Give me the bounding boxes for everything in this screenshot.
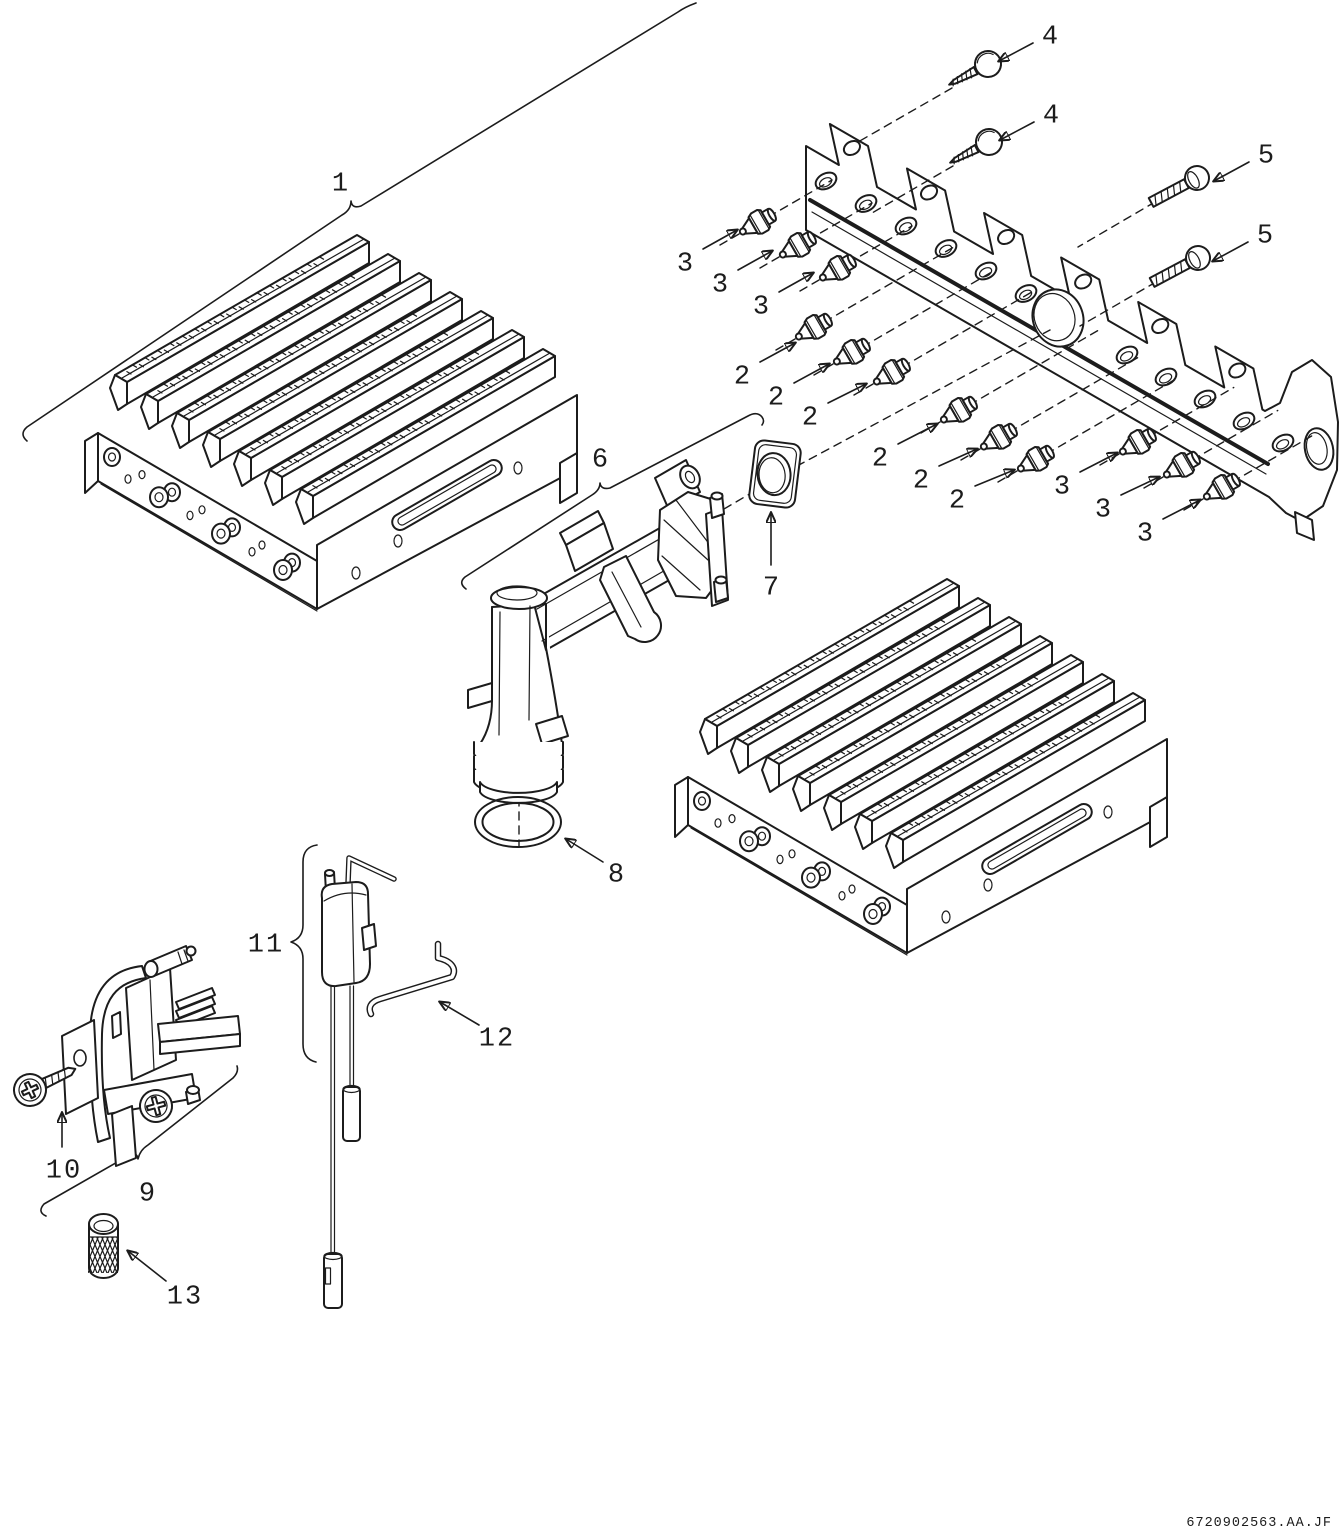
callout-label-7: 7 — [763, 573, 781, 603]
callout-arrow-8 — [566, 839, 604, 863]
callout-label-3: 3 — [1095, 495, 1113, 525]
callout-arrow-3 — [737, 251, 772, 271]
callout-arrow-2 — [759, 343, 795, 363]
callout-arrow-2 — [897, 424, 937, 445]
callout-label-11: 11 — [248, 930, 284, 960]
callout-label-2: 2 — [872, 444, 890, 474]
electrode-assembly — [320, 855, 397, 1309]
nozzle — [939, 395, 978, 424]
callout-label-3: 3 — [712, 270, 730, 300]
burner-base-plate — [97, 432, 318, 612]
leader-lines — [22, 2, 765, 1217]
o-ring — [474, 796, 562, 848]
burner-side-wall — [316, 394, 578, 610]
burner-bar — [264, 329, 525, 506]
callout-label-2: 2 — [802, 403, 820, 433]
burner-assembly-right — [674, 578, 1168, 956]
nozzle — [979, 422, 1018, 451]
callout-arrow-5 — [1214, 161, 1250, 181]
callout-label-2: 2 — [913, 466, 931, 496]
burner-bar — [823, 654, 1084, 831]
burner-base-plate — [687, 776, 908, 956]
callout-arrow-4 — [1000, 121, 1035, 140]
screw-10 — [13, 1066, 77, 1107]
callout-label-10: 10 — [46, 1156, 82, 1186]
phillips-screw-head — [139, 1089, 173, 1123]
callout-arrow-3 — [1162, 500, 1200, 520]
burner-bar — [792, 635, 1053, 812]
drawing-number: 6720902563.AA.JF — [1186, 1516, 1332, 1531]
nozzle — [818, 253, 857, 282]
nozzle — [778, 230, 817, 259]
screw-machine — [1148, 245, 1211, 288]
screw-self-tapping — [948, 50, 1002, 87]
callout-label-2: 2 — [768, 383, 786, 413]
callout-label-5: 5 — [1257, 221, 1275, 251]
callout-arrow-3 — [702, 230, 737, 250]
burner-bar — [699, 578, 960, 755]
burner-bar — [171, 272, 432, 449]
burner-bar — [202, 291, 463, 468]
callout-label-9: 9 — [139, 1179, 157, 1209]
mesh-filter — [88, 1213, 119, 1279]
callout-arrow-12 — [440, 1002, 480, 1026]
nozzle — [832, 337, 871, 366]
burner-assembly-left — [84, 234, 578, 612]
callout-label-1: 1 — [332, 169, 350, 199]
callout-label-3: 3 — [1054, 472, 1072, 502]
nozzle — [1118, 427, 1157, 456]
burner-bar — [140, 253, 401, 430]
nozzle — [872, 357, 911, 386]
callout-arrow-3 — [1120, 477, 1159, 496]
callout-label-13: 13 — [167, 1282, 203, 1312]
callout-arrow-2 — [793, 364, 829, 384]
retaining-clip — [366, 940, 458, 1018]
injector-nozzles — [719, 179, 1313, 511]
callout-arrow-2 — [938, 449, 977, 467]
callout-arrow-2 — [827, 384, 866, 404]
callout-label-6: 6 — [592, 445, 610, 475]
burner-bar — [854, 673, 1115, 850]
gas-valve — [467, 329, 1051, 847]
callout-arrow-5 — [1213, 241, 1249, 261]
callout-label-4: 4 — [1043, 101, 1061, 131]
burner-bar — [109, 234, 370, 411]
manifold-screws — [857, 50, 1211, 327]
screw-self-tapping — [949, 128, 1003, 165]
burner-bar — [761, 616, 1022, 793]
callout-label-3: 3 — [677, 249, 695, 279]
burner-bar — [730, 597, 991, 774]
gasket — [748, 439, 802, 509]
callout-label-8: 8 — [608, 860, 626, 890]
callout-label-3: 3 — [753, 292, 771, 322]
callout-label-4: 4 — [1042, 22, 1060, 52]
burner-bar — [233, 310, 494, 487]
callout-arrow-3 — [1079, 453, 1117, 473]
nozzle — [1162, 450, 1201, 479]
nozzle — [794, 312, 833, 341]
callout-label-2: 2 — [734, 362, 752, 392]
callout-label-12: 12 — [479, 1024, 515, 1054]
burner-bar — [885, 692, 1146, 869]
callout-arrow-2 — [974, 470, 1014, 487]
screw-machine — [1147, 165, 1210, 208]
burner-bar — [295, 348, 556, 525]
nozzle — [738, 207, 777, 236]
callout-label-2: 2 — [949, 486, 967, 516]
pilot-bracket — [61, 945, 241, 1167]
callout-arrow-13 — [128, 1251, 167, 1282]
nozzle — [1016, 444, 1055, 473]
callout-label-5: 5 — [1258, 141, 1276, 171]
callout-arrow-3 — [778, 273, 813, 293]
callout-arrow-4 — [999, 42, 1034, 61]
nozzle — [1202, 472, 1241, 501]
callout-label-3: 3 — [1137, 519, 1155, 549]
